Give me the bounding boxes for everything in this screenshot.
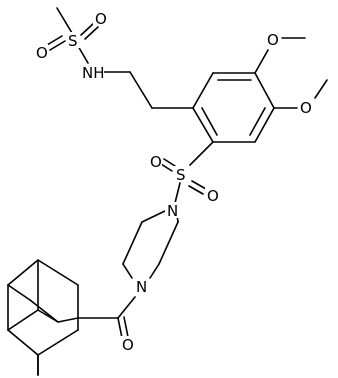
- atom-o-sulfonyl-left: O: [150, 153, 162, 171]
- atom-o-methoxy-top: O: [267, 31, 279, 49]
- atom-n-piperazine-top: N: [167, 202, 178, 220]
- atom-o-methanesulfonyl-bottom: O: [95, 10, 107, 28]
- atom-o-carbonyl: O: [122, 336, 134, 354]
- atom-s-methanesulfonyl: S: [68, 32, 78, 50]
- atom-o-sulfonyl-right: O: [207, 187, 219, 205]
- atom-nh-sulfonamide: NH: [82, 64, 105, 82]
- atom-s-sulfonyl: S: [176, 166, 186, 184]
- atom-labels: O S O NH O O S O O N N O: [34, 10, 312, 354]
- atom-n-piperazine-bottom: N: [136, 278, 147, 296]
- bond-lines: [7, 7, 328, 376]
- atom-o-methoxy-right: O: [300, 99, 312, 117]
- atom-o-methanesulfonyl-top: O: [36, 44, 48, 62]
